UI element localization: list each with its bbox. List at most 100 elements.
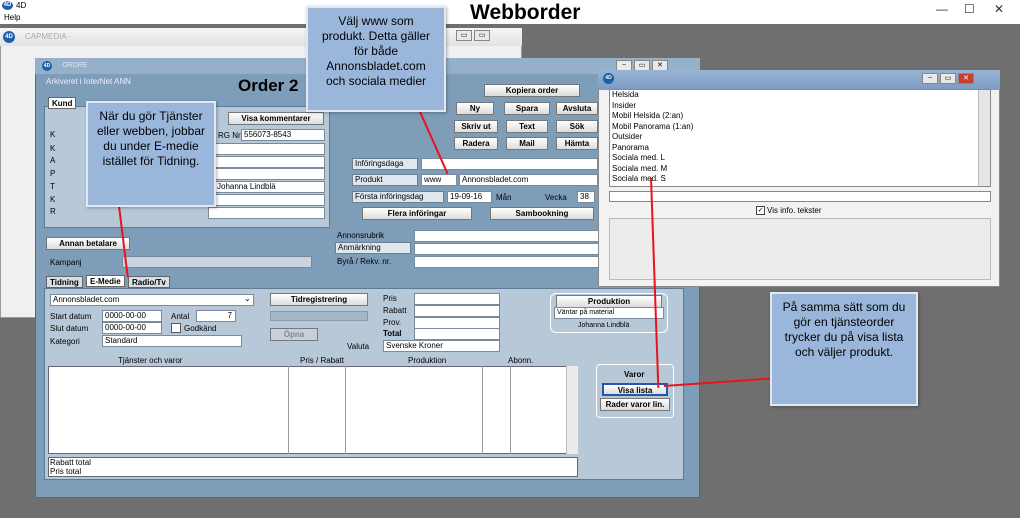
capmedia-window-controls: ▭▭ — [456, 30, 492, 41]
restore-icon[interactable]: ▭ — [456, 30, 472, 41]
tidregistrering-button[interactable]: Tidregistrering — [270, 293, 368, 306]
rabatt-label: Rabatt — [383, 306, 407, 315]
produkt-field[interactable]: Annonsbladet.com — [459, 174, 598, 186]
list-item[interactable]: Sociala med. M — [612, 163, 668, 173]
vis-info-checkbox[interactable]: ✓ — [756, 206, 765, 215]
visa-kommentarer-button[interactable]: Visa kommentarer — [228, 112, 324, 125]
minimize-icon[interactable]: — — [936, 2, 948, 16]
tab-tidning[interactable]: Tidning — [46, 276, 83, 288]
product-list-scrollbar[interactable] — [978, 90, 990, 186]
godkand-checkbox[interactable] — [171, 323, 181, 333]
tab-kund[interactable]: Kund — [48, 97, 77, 109]
rader-varor-button[interactable]: Rader varor lin. — [600, 398, 670, 411]
sok-button[interactable]: Sök — [556, 120, 598, 133]
antal-field[interactable]: 7 — [196, 310, 236, 322]
minimize-icon[interactable]: − — [922, 73, 938, 84]
services-table[interactable] — [48, 366, 578, 454]
annan-betalare-button[interactable]: Annan betalare — [46, 237, 130, 250]
tab-e-medie[interactable]: E-Medie — [86, 275, 125, 287]
sambookning-button[interactable]: Sambookning — [490, 207, 594, 220]
ny-button[interactable]: Ny — [456, 102, 494, 115]
vecka-label: Vecka — [545, 193, 567, 202]
maximize-icon[interactable]: ☐ — [964, 2, 975, 16]
menu-help[interactable]: Help — [4, 13, 21, 22]
maximize-icon[interactable]: ▭ — [474, 30, 490, 41]
emedie-product-select[interactable]: Annonsbladet.com — [50, 294, 254, 306]
inforingsdaga-field[interactable] — [421, 158, 598, 170]
valuta-label: Valuta — [347, 342, 370, 351]
kampanj-field[interactable] — [122, 256, 312, 268]
list-item[interactable]: Panorama — [612, 142, 649, 152]
flera-inforingar-button[interactable]: Flera införingar — [362, 207, 472, 220]
col-pris-rabatt: Pris / Rabatt — [300, 356, 345, 365]
annonsrubrik-field[interactable] — [414, 230, 600, 242]
forsta-date-field[interactable]: 19-09-16 — [447, 191, 492, 203]
product-list-titlebar — [598, 70, 1000, 90]
pris-label: Pris — [383, 294, 397, 303]
list-item[interactable]: Helsida — [612, 90, 639, 99]
kopiera-order-button[interactable]: Kopiera order — [484, 84, 580, 97]
produktion-group — [550, 293, 668, 333]
list-item[interactable]: Insider — [612, 100, 637, 110]
radera-button[interactable]: Radera — [454, 137, 498, 150]
product-info-field[interactable] — [609, 191, 991, 202]
vecka-field[interactable]: 38 — [577, 191, 595, 203]
visa-lista-button[interactable]: Visa lista — [602, 383, 668, 396]
annonsrubrik-label: Annonsrubrik — [337, 231, 385, 240]
pris-field[interactable] — [414, 293, 500, 305]
product-info-text — [609, 218, 991, 280]
avsluta-button[interactable]: Avsluta — [556, 102, 598, 115]
table-scrollbar[interactable] — [566, 366, 578, 454]
letter-t: T — [50, 182, 55, 191]
org-nr-field[interactable]: 556073-8543 — [241, 129, 325, 141]
spara-button[interactable]: Spara — [504, 102, 550, 115]
col-abonn: Abonn. — [508, 356, 534, 365]
close-icon[interactable]: ✕ — [994, 2, 1005, 16]
slut-datum-field[interactable]: 0000-00-00 — [102, 322, 162, 334]
order-heading: Order 2 — [238, 76, 299, 95]
produkt-www-field[interactable]: www — [421, 174, 457, 186]
anmarkning-field[interactable] — [414, 243, 600, 255]
hamta-button[interactable]: Hämta — [556, 137, 598, 150]
pris-total-label: Pris total — [50, 467, 82, 476]
skriv-ut-button[interactable]: Skriv ut — [454, 120, 498, 133]
opna-button[interactable]: Öpna — [270, 328, 318, 341]
byra-field[interactable] — [414, 256, 600, 268]
customer-field-4[interactable] — [208, 194, 325, 206]
customer-field-2[interactable] — [208, 156, 325, 168]
list-item[interactable]: Outsider — [612, 132, 643, 141]
produktion-status-select[interactable]: Väntar på material — [554, 307, 664, 319]
list-item[interactable]: Mobil Helsida (2:an) — [612, 111, 684, 120]
total-field[interactable] — [414, 328, 500, 340]
close-icon[interactable]: ✕ — [958, 73, 974, 84]
valuta-select[interactable]: Svenske Kroner — [383, 340, 500, 352]
kampanj-label: Kampanj — [50, 258, 82, 267]
produktion-person: Johanna Lindblä — [578, 322, 630, 329]
list-item[interactable]: Sociala med. S — [612, 174, 666, 183]
rabatt-field[interactable] — [414, 305, 500, 317]
customer-field-5[interactable] — [208, 207, 325, 219]
letter-k1: K — [50, 130, 56, 139]
kategori-field[interactable]: Standard — [102, 335, 242, 347]
text-button[interactable]: Text — [506, 120, 548, 133]
customer-field-3[interactable]: e — [208, 168, 325, 180]
vis-info-label: Vis info. tekster — [767, 206, 822, 215]
org-nr-label: RG Nr — [218, 131, 241, 140]
product-list[interactable]: Helsida Insider Mobil Helsida (2:an) Mob… — [609, 89, 991, 187]
tab-radio-tv[interactable]: Radio/Tv — [128, 276, 170, 288]
list-item[interactable]: Sociala med. L — [612, 153, 665, 162]
col-divider — [482, 366, 483, 454]
contact-field[interactable]: Johanna Lindblä — [214, 181, 325, 193]
col-divider — [345, 366, 346, 454]
capmedia-title: · CAPMEDIA · — [20, 32, 72, 41]
start-datum-field[interactable]: 0000-00-00 — [102, 310, 162, 322]
maximize-icon[interactable]: ▭ — [940, 73, 956, 84]
customer-field-1[interactable] — [208, 143, 325, 155]
mail-button[interactable]: Mail — [506, 137, 548, 150]
col-produktion: Produktion — [408, 356, 447, 365]
page-title: Webborder — [470, 1, 581, 24]
chevron-down-icon[interactable]: ⌄ — [244, 294, 251, 303]
tidregistrering-field — [270, 311, 368, 321]
total-label: Total — [383, 329, 402, 338]
list-item[interactable]: Mobil Panorama (1:an) — [612, 121, 694, 131]
